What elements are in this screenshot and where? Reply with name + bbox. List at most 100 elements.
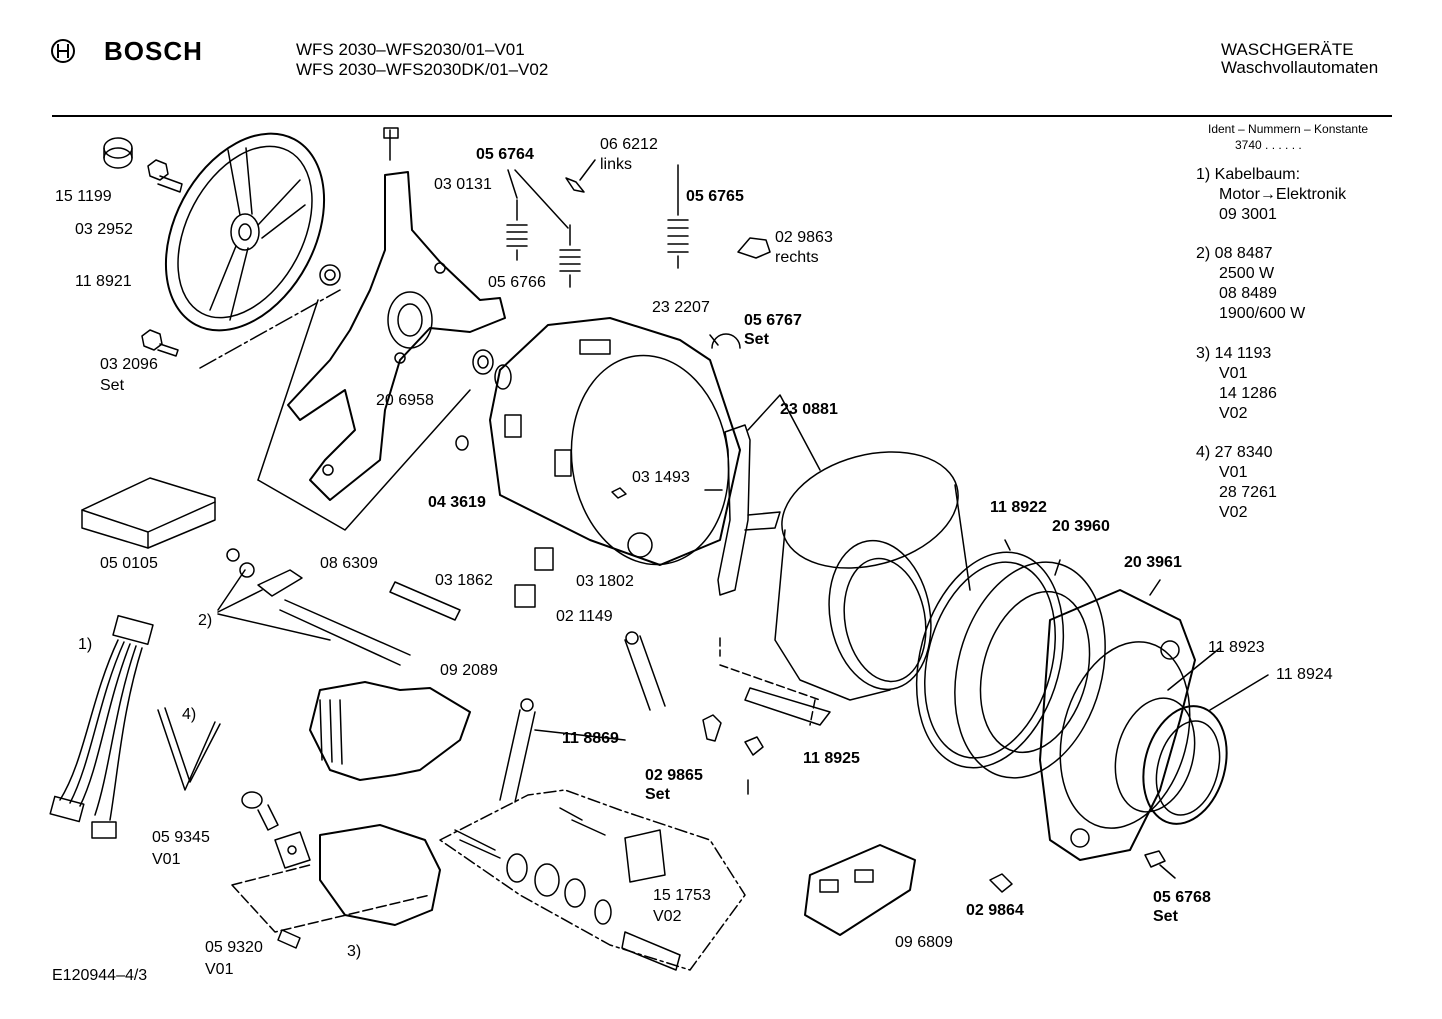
label-note-2: 2) — [198, 612, 213, 629]
label-232207: 23 2207 — [652, 299, 710, 316]
part-029863-clip — [737, 237, 771, 259]
header-divider — [52, 115, 1392, 117]
part-032096-screw — [141, 329, 179, 357]
label-029865-set: Set — [645, 786, 670, 803]
label-059320: 05 9320 — [205, 939, 263, 956]
label-118921: 11 8921 — [75, 273, 132, 290]
label-059345-v01: V01 — [152, 851, 181, 868]
label-032952: 03 2952 — [75, 221, 133, 238]
bearing-ring — [472, 349, 494, 375]
brand-name: BOSCH — [104, 36, 203, 66]
label-118925: 11 8925 — [803, 750, 860, 767]
label-056766: 05 6766 — [488, 274, 546, 291]
label-118923: 11 8923 — [1208, 639, 1265, 656]
part-050105-board — [81, 477, 216, 549]
bolt-head-030131 — [383, 127, 399, 139]
part-029865-hinge — [702, 714, 764, 795]
note-2-line-3: 08 8489 — [1219, 285, 1277, 302]
label-029865: 02 9865 — [645, 767, 703, 784]
part-066212-clip — [565, 159, 596, 193]
label-056768-set: Set — [1153, 908, 1178, 925]
label-029863-rechts: rechts — [775, 249, 819, 266]
label-203960: 20 3960 — [1052, 518, 1110, 535]
label-203961: 20 3961 — [1124, 554, 1182, 571]
part-cable-harness — [49, 614, 154, 839]
label-031802: 03 1802 — [576, 573, 634, 590]
part-118924-porthole — [1142, 705, 1228, 825]
model-line-2: WFS 2030–WFS2030DK/01–V02 — [296, 60, 549, 79]
label-note-3: 3) — [347, 943, 362, 960]
label-056765: 05 6765 — [686, 188, 744, 205]
model-line-1: WFS 2030–WFS2030/01–V01 — [296, 40, 525, 59]
label-066212-links: links — [600, 156, 633, 173]
label-note-1: 1) — [78, 636, 93, 653]
part-118869-dampers — [499, 631, 666, 803]
part-mount-kit — [439, 789, 746, 971]
part-029864-clip — [989, 873, 1013, 893]
label-056768: 05 6768 — [1153, 889, 1211, 906]
label-206958: 20 6958 — [376, 392, 434, 409]
label-030131: 03 0131 — [434, 176, 492, 193]
bearing-ring — [494, 364, 512, 390]
part-118923-ring — [1114, 697, 1196, 813]
part-056764-springs — [506, 169, 581, 288]
leaders-front — [1004, 539, 1269, 711]
label-230881: 23 0881 — [780, 401, 838, 418]
part-118921-pulley — [164, 132, 326, 332]
part-031862-sensor — [389, 581, 461, 621]
part-032952-screw — [147, 159, 183, 193]
part-232207-tub — [489, 317, 741, 566]
note-4-line-3: 28 7261 — [1219, 484, 1277, 501]
drawing-code: E120944–4/3 — [52, 967, 148, 984]
part-motor — [231, 824, 441, 933]
subcategory: Waschvollautomaten — [1221, 58, 1379, 77]
part-heater-assembly — [217, 548, 411, 666]
label-151753-v02: V02 — [653, 908, 682, 925]
label-096809: 09 6809 — [895, 934, 953, 951]
note-1-line-1: 1) Kabelbaum: — [1196, 166, 1301, 183]
label-151753: 15 1753 — [653, 887, 711, 904]
label-056767-set: Set — [744, 331, 769, 348]
part-118922-gasket — [915, 551, 1065, 769]
label-note-4: 4) — [182, 706, 197, 723]
label-118869: 11 8869 — [562, 730, 619, 747]
note-2-line-4: 1900/600 W — [1219, 305, 1306, 322]
label-056767: 05 6767 — [744, 312, 802, 329]
label-059345: 05 9345 — [152, 829, 210, 846]
label-021149: 02 1149 — [556, 608, 613, 625]
part-056767-clip — [711, 333, 741, 349]
part-drum — [774, 451, 971, 701]
note-4-line-1: 4) 27 8340 — [1196, 444, 1273, 461]
note-1-line-3: 09 3001 — [1219, 206, 1277, 223]
note-3-line-4: V02 — [1219, 405, 1248, 422]
label-092089: 09 2089 — [440, 662, 498, 679]
part-043619-seal — [455, 435, 469, 451]
label-029864: 02 9864 — [966, 902, 1024, 919]
part-230881-cross — [704, 394, 821, 596]
leader-086309 — [257, 389, 471, 531]
part-056765-spring — [667, 164, 689, 269]
label-066212: 06 6212 — [600, 136, 658, 153]
label-151199: 15 1199 — [55, 188, 112, 205]
label-031493: 03 1493 — [632, 469, 690, 486]
axis-line — [199, 289, 341, 369]
note-3-line-1: 3) 14 1193 — [1196, 345, 1272, 362]
ident-title: Ident – Nummern – Konstante — [1208, 122, 1369, 136]
category: WASCHGERÄTE — [1221, 40, 1354, 59]
part-drive-belt — [157, 707, 221, 791]
part-059345-screw — [241, 791, 279, 831]
label-032096: 03 2096 — [100, 356, 158, 373]
part-031493-screw — [611, 487, 627, 499]
note-3-line-2: V01 — [1219, 365, 1248, 382]
ident-value: 3740 . . . . . . — [1235, 138, 1302, 152]
part-151199-bushing — [103, 137, 133, 169]
label-029863: 02 9863 — [775, 229, 833, 246]
part-096809-module — [804, 844, 916, 936]
note-2-line-2: 2500 W — [1219, 265, 1275, 282]
label-059320-v01: V01 — [205, 961, 234, 978]
label-031862: 03 1862 — [435, 572, 493, 589]
label-056764: 05 6764 — [476, 146, 534, 163]
label-086309: 08 6309 — [320, 555, 378, 572]
label-118922: 11 8922 — [990, 499, 1047, 516]
